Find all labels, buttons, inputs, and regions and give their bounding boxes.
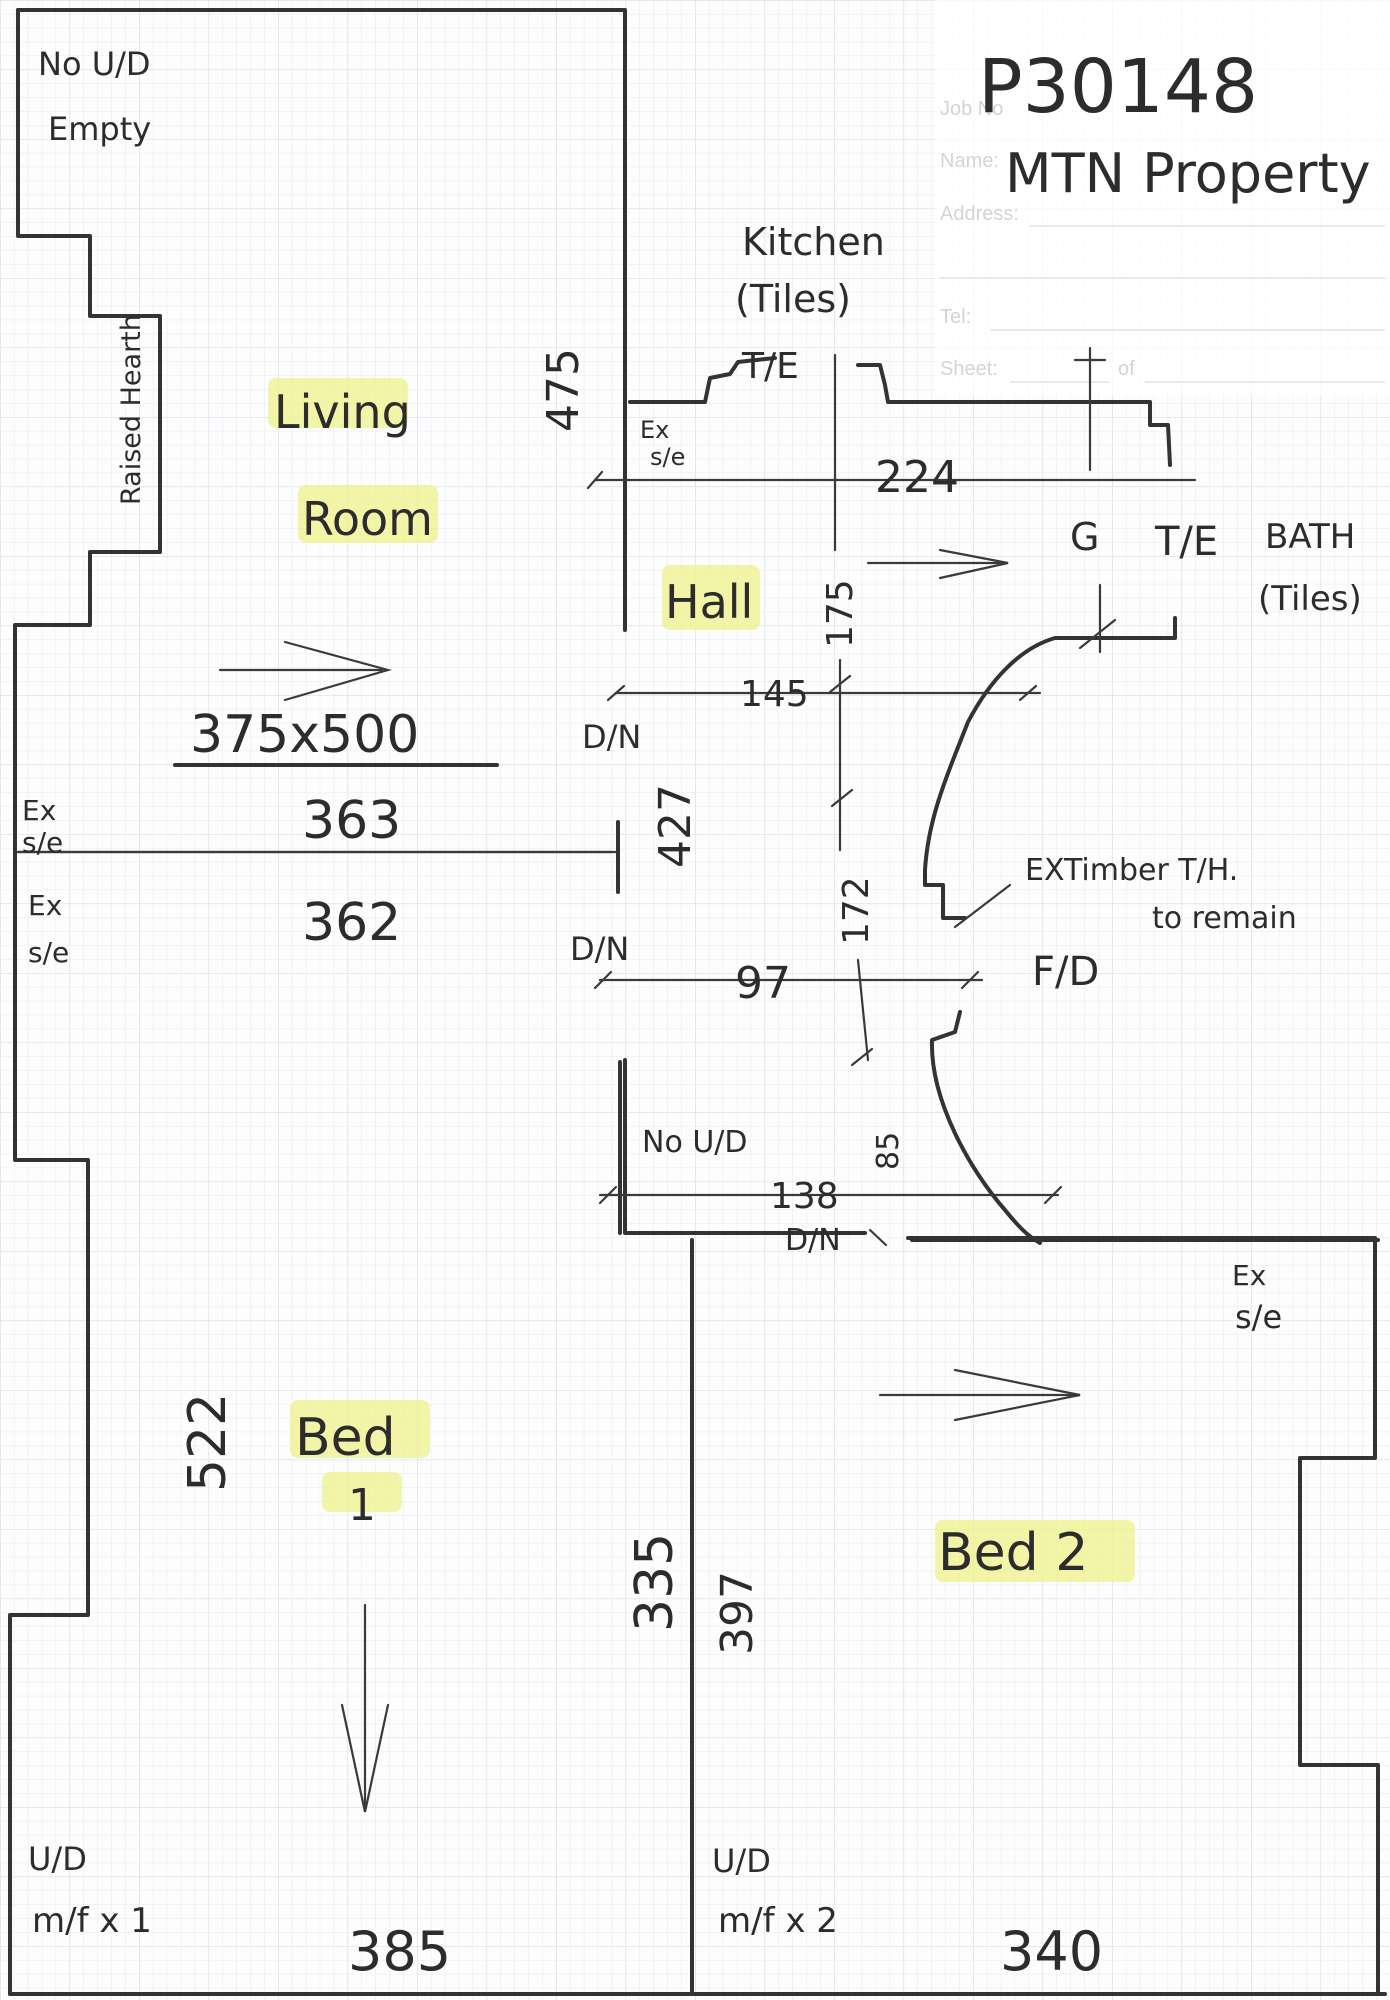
kitchen-dim-h: 475: [538, 348, 589, 432]
bed2-mf: m/f x 2: [718, 1901, 838, 1941]
kitchen-te: T/E: [741, 346, 799, 387]
hall-dim-175: 175: [820, 579, 861, 648]
hall-fire-door: F/D: [1032, 949, 1099, 995]
bed2-dim-side-b: 397: [712, 1571, 763, 1655]
bed2-label: Bed 2: [938, 1523, 1088, 1583]
threshold-note-1: EXTimber T/H.: [1025, 853, 1238, 888]
threshold-note-2: to remain: [1152, 901, 1297, 936]
living-note2-b: s/e: [28, 936, 69, 969]
bed1-mf: m/f x 1: [32, 1901, 152, 1941]
bath-label: BATH: [1265, 517, 1355, 557]
arrow-icon-bed2: [878, 1368, 1081, 1422]
outer-wall-left: [16, 8, 627, 632]
hall-label: Hall: [665, 575, 753, 629]
living-dim-a: 363: [302, 791, 401, 851]
living-room-label-2: Room: [302, 492, 433, 546]
living-note2-a: Ex: [28, 889, 62, 922]
arrow-icon-hall: [866, 548, 1009, 580]
bed2-dim-side-a: 335: [625, 1533, 685, 1632]
kitchen-dim-w: 224: [875, 452, 959, 503]
form-name-label: Name:: [940, 150, 999, 172]
bed1-label: Bed: [295, 1408, 396, 1468]
bath-te: T/E: [1154, 519, 1218, 565]
hall-dim-145: 145: [740, 674, 809, 715]
kitchen-floor-note: (Tiles): [735, 277, 851, 321]
kitchen-label: Kitchen: [742, 220, 885, 264]
living-size: 375x500: [190, 705, 419, 765]
form-of-label: of: [1118, 358, 1135, 380]
living-note1-b: s/e: [22, 826, 63, 859]
kitchen-note-a: Ex: [640, 416, 669, 444]
hall-dim-138: 138: [770, 1176, 839, 1217]
arrow-icon-living: [218, 640, 393, 702]
hall-no-ud: No U/D: [642, 1125, 748, 1160]
form-address-label: Address:: [940, 203, 1019, 225]
bed2-note-b: s/e: [1235, 1298, 1282, 1336]
form-tel-label: Tel:: [940, 306, 971, 328]
kitchen-note-b: s/e: [650, 443, 685, 471]
bed1-number: 1: [348, 1480, 376, 1531]
job-ref: P30148: [978, 44, 1258, 130]
hall-dim-97: 97: [735, 958, 791, 1009]
living-room-label-1: Living: [274, 385, 411, 439]
arrow-icon-bed1: [340, 1603, 390, 1813]
bed2-dim-bottom: 340: [1000, 1920, 1103, 1983]
living-side-b: 427: [650, 784, 701, 868]
living-note1-a: Ex: [22, 794, 56, 827]
job-form: Job No Name: Address: Tel: Sheet: of: [935, 0, 1390, 395]
hall-door-note-2: D/N: [570, 930, 629, 968]
storage-note-2: Empty: [48, 110, 151, 148]
living-dim-b: 362: [302, 893, 401, 953]
storage-note-1: No U/D: [38, 45, 151, 83]
raised-hearth-label: Raised Hearth: [116, 314, 147, 505]
bed1-dim-bottom: 385: [348, 1920, 451, 1983]
form-sheet-label: Sheet:: [940, 358, 998, 380]
client-name: MTN Property: [1005, 142, 1371, 205]
hall-door-note-1: D/N: [582, 718, 641, 756]
bed1-ud: U/D: [28, 1840, 87, 1878]
hall-door-note-3: D/N: [785, 1223, 841, 1258]
form-job-no-label: Job No: [940, 98, 1003, 120]
hall-dim-172: 172: [836, 876, 877, 945]
bed2-note-a: Ex: [1232, 1259, 1266, 1292]
bath-floor-note: (Tiles): [1258, 579, 1362, 619]
bed1-dim-side: 522: [178, 1393, 238, 1492]
bed2-ud: U/D: [712, 1842, 771, 1880]
bath-g-note: G: [1070, 515, 1099, 559]
hall-dim-85: 85: [871, 1132, 906, 1170]
